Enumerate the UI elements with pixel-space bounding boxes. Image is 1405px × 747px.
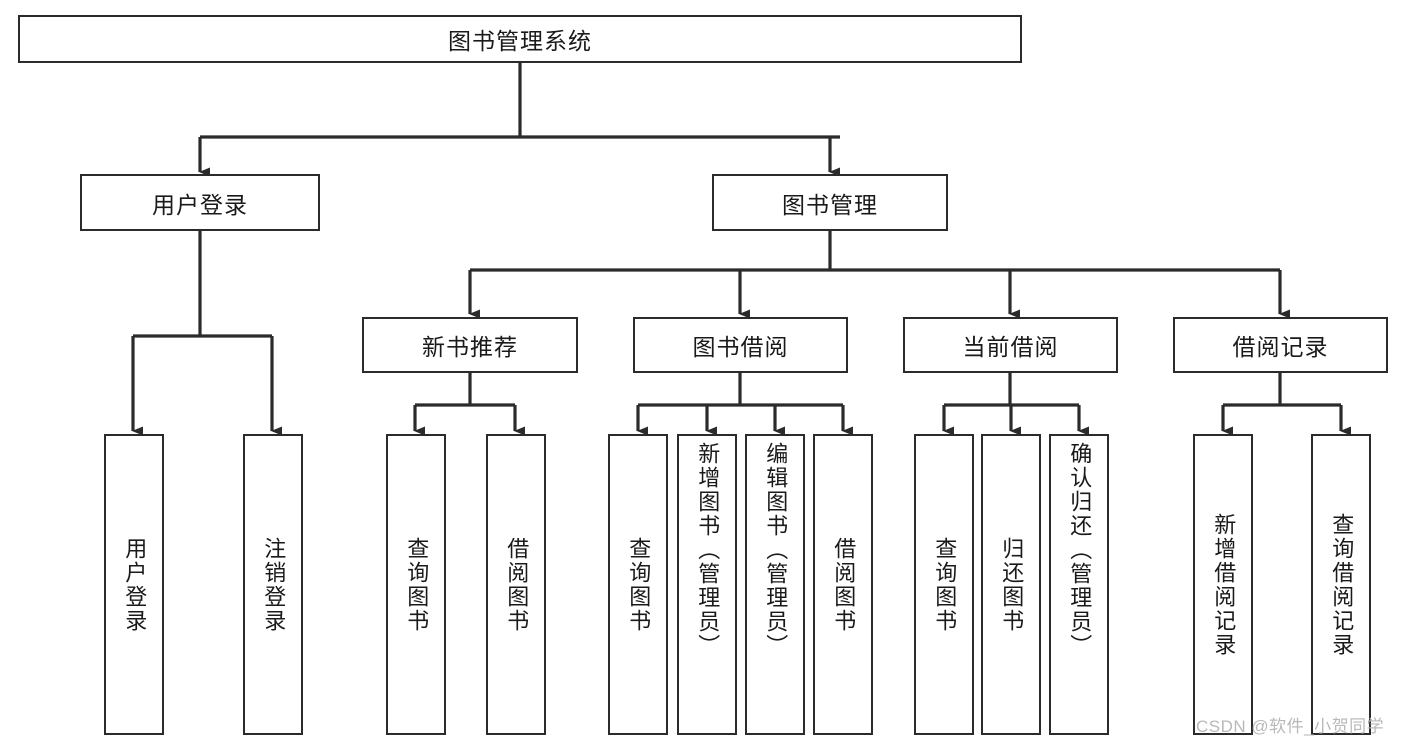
node-user-login[interactable]: 用户登录 [80,174,320,231]
leaf-borrow-book-1-label: 借阅图书 [504,536,530,633]
leaf-add-record-label: 新增借阅记录 [1211,512,1237,657]
node-current-borrow-label: 当前借阅 [962,334,1059,360]
node-root[interactable]: 图书管理系统 [18,15,1022,63]
node-current-borrow[interactable]: 当前借阅 [903,317,1118,373]
node-new-book-recommend[interactable]: 新书推荐 [362,317,578,373]
leaf-confirm-return[interactable]: 确认归还（管理员） [1049,434,1109,735]
leaf-user-login[interactable]: 用户登录 [104,434,164,735]
leaf-query-record[interactable]: 查询借阅记录 [1311,434,1371,735]
leaf-borrow-book-2-label: 借阅图书 [831,536,857,633]
leaf-borrow-book-2[interactable]: 借阅图书 [813,434,873,735]
leaf-logout[interactable]: 注销登录 [243,434,303,735]
node-borrow-record[interactable]: 借阅记录 [1173,317,1388,373]
leaf-return-book-label: 归还图书 [999,536,1025,633]
leaf-confirm-return-label: 确认归还（管理员） [1067,442,1093,658]
node-new-book-recommend-label: 新书推荐 [422,334,518,360]
leaf-borrow-book-1[interactable]: 借阅图书 [486,434,546,735]
node-book-borrow-label: 图书借阅 [692,334,789,360]
leaf-query-book-2[interactable]: 查询图书 [608,434,668,735]
leaf-query-book-2-label: 查询图书 [626,536,652,633]
leaf-logout-label: 注销登录 [261,536,287,633]
watermark-text: CSDN @软件_小贺同学 [1196,717,1385,736]
leaf-add-book[interactable]: 新增图书（管理员） [677,434,737,735]
leaf-query-book-3[interactable]: 查询图书 [914,434,974,735]
node-book-borrow[interactable]: 图书借阅 [633,317,848,373]
node-book-manage[interactable]: 图书管理 [712,174,948,231]
leaf-query-book-1[interactable]: 查询图书 [386,434,446,735]
leaf-query-book-1-label: 查询图书 [404,536,430,633]
node-root-label: 图书管理系统 [448,28,592,54]
leaf-edit-book-label: 编辑图书（管理员） [763,442,789,658]
leaf-add-record[interactable]: 新增借阅记录 [1193,434,1253,735]
leaf-user-login-label: 用户登录 [122,536,148,633]
leaf-query-book-3-label: 查询图书 [932,536,958,633]
node-borrow-record-label: 借阅记录 [1232,334,1329,360]
leaf-edit-book[interactable]: 编辑图书（管理员） [745,434,805,735]
leaf-add-book-label: 新增图书（管理员） [695,442,721,658]
leaf-query-record-label: 查询借阅记录 [1329,512,1355,657]
node-user-login-label: 用户登录 [152,191,248,218]
node-book-manage-label: 图书管理 [782,191,878,218]
leaf-return-book[interactable]: 归还图书 [981,434,1041,735]
